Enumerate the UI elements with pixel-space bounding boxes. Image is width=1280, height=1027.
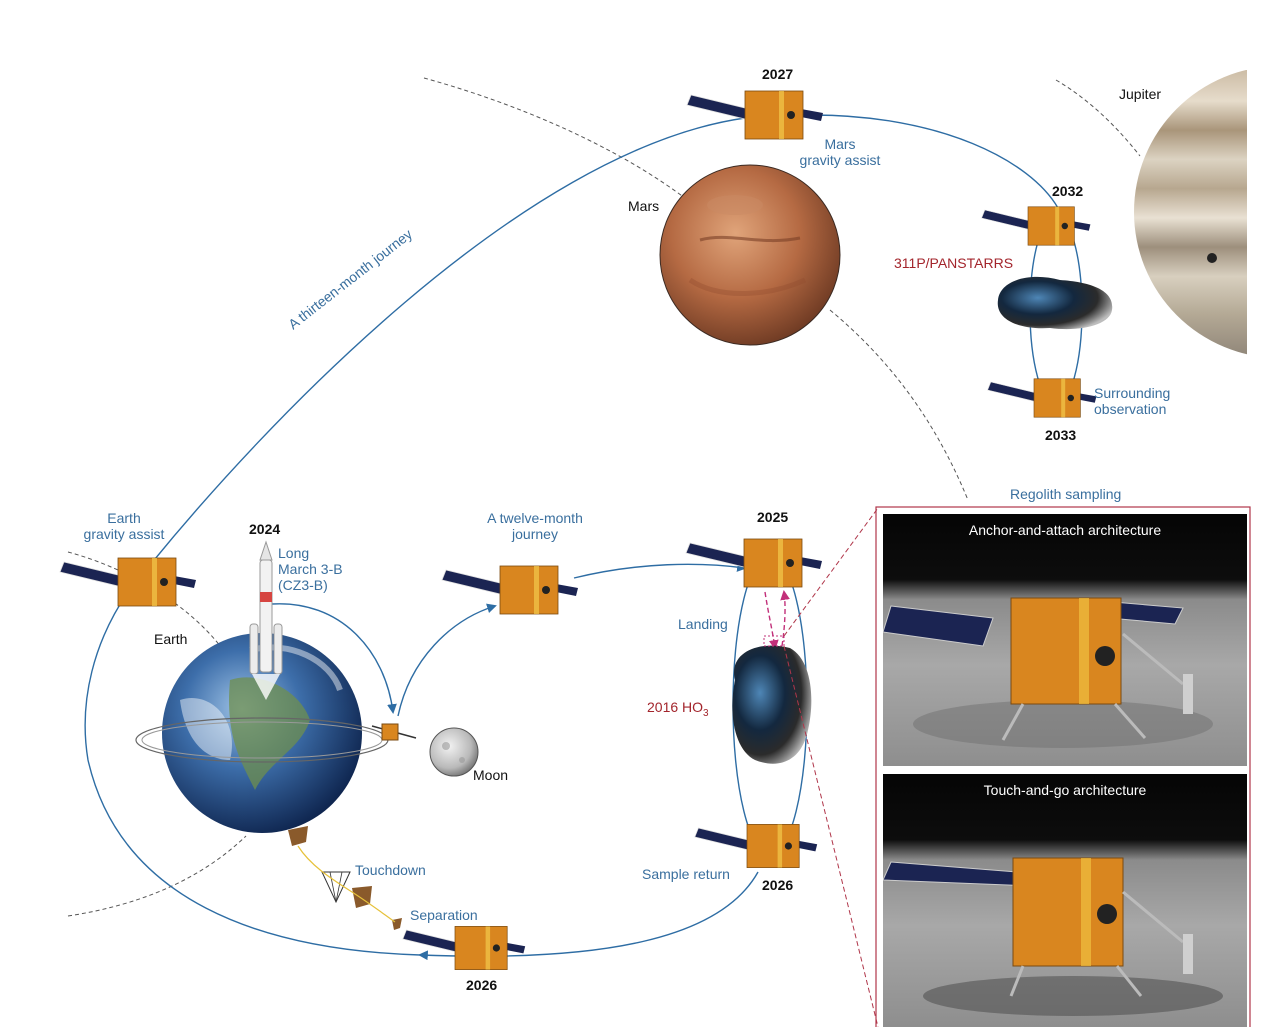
spacecraft-icon	[981, 206, 1091, 246]
label-touchdown: Touchdown	[355, 862, 426, 878]
trajectory-earth-to-mars	[149, 117, 746, 566]
label-surround-l2: observation	[1094, 401, 1167, 417]
panel-touch-and-go: Touch-and-go architecture	[883, 774, 1247, 1027]
mars	[659, 164, 841, 346]
spacecraft-icon	[371, 723, 417, 741]
label-surrounding-observation: Surrounding observation	[1094, 385, 1170, 417]
mars-orbit-path	[423, 77, 701, 211]
label-rocket-l2: March 3-B	[278, 561, 343, 577]
label-rocket: Long March 3-B (CZ3-B)	[278, 545, 343, 593]
label-sample-return: Sample return	[642, 866, 730, 882]
lander-illustration	[883, 857, 1223, 1016]
label-mars-ga-l1: Mars	[824, 136, 856, 152]
label-comet-311p: 311P/PANSTARRS	[894, 255, 1014, 271]
spacecraft-icon	[685, 538, 822, 588]
year-asteroid-depart: 2026	[762, 877, 794, 893]
spacecraft-icon	[59, 557, 196, 607]
trajectory-earth-loop	[84, 591, 421, 956]
comet-311p	[997, 276, 1113, 330]
landing-descent-arrow	[764, 591, 779, 650]
label-asteroid-2016-ho3: 2016 HO3	[647, 699, 709, 722]
label-twelve-month-journey: A twelve-month journey	[480, 510, 590, 542]
label-regolith-sampling: Regolith sampling	[1010, 486, 1122, 502]
label-landing: Landing	[678, 616, 728, 632]
label-earth-ga-l1: Earth	[107, 510, 141, 526]
year-launch: 2024	[249, 521, 281, 537]
label-twelve-month-l2: journey	[512, 526, 558, 542]
landing-ascent-arrow	[780, 590, 790, 647]
spacecraft-icon	[987, 378, 1097, 418]
spacecraft-icon	[694, 824, 818, 868]
label-twelve-month-l1: A twelve-month	[487, 510, 583, 526]
spacecraft-icon	[402, 926, 526, 970]
label-moon: Moon	[473, 767, 509, 783]
moon	[429, 727, 479, 777]
label-surround-l1: Surrounding	[1094, 385, 1171, 401]
label-earth-gravity-assist: Earth gravity assist	[72, 510, 176, 542]
zoom-line	[783, 507, 879, 637]
return-capsule	[288, 826, 402, 930]
label-asteroid-subscript: 3	[703, 707, 709, 719]
earth	[135, 633, 389, 833]
label-jupiter: Jupiter	[1119, 86, 1162, 102]
lander-illustration	[883, 597, 1213, 748]
year-comet-orbit: 2033	[1045, 427, 1077, 443]
label-asteroid-name: 2016 HO	[647, 699, 704, 715]
mars-orbit-path	[829, 309, 969, 501]
rocket-long-march-3b	[249, 540, 283, 700]
label-rocket-l1: Long	[278, 545, 310, 561]
trajectory-launch	[271, 603, 397, 714]
label-mars: Mars	[628, 198, 660, 214]
earth-orbit-path	[67, 835, 247, 917]
asteroid-2016-ho3	[732, 635, 812, 764]
jupiter-orbit-path	[1055, 79, 1141, 157]
spacecraft-icon	[686, 90, 823, 140]
label-rocket-l3: (CZ3-B)	[278, 577, 328, 593]
label-mars-ga-l2: gravity assist	[799, 152, 881, 168]
regolith-sampling-frame	[875, 506, 1251, 1027]
panel-title-touch: Touch-and-go architecture	[983, 782, 1147, 798]
label-earth: Earth	[154, 631, 188, 647]
spacecraft-layer	[59, 90, 1097, 970]
trajectory-to-asteroid	[573, 562, 747, 579]
label-separation: Separation	[410, 907, 478, 923]
zoom-line	[783, 645, 879, 1027]
year-mars-flyby: 2027	[762, 66, 794, 82]
trajectory-to-cruise	[397, 603, 497, 717]
label-earth-ga-l2: gravity assist	[83, 526, 165, 542]
year-asteroid-arrival: 2025	[757, 509, 789, 525]
panel-title-anchor: Anchor-and-attach architecture	[968, 522, 1162, 538]
jupiter	[1134, 70, 1247, 355]
panel-anchor-and-attach: Anchor-and-attach architecture	[883, 514, 1247, 766]
year-earth-return: 2026	[466, 977, 498, 993]
earth-orbit-path	[67, 551, 231, 661]
trajectory-mars-to-comet	[811, 114, 1059, 209]
spacecraft-icon	[441, 565, 578, 615]
label-mars-gravity-assist: Mars gravity assist	[792, 136, 888, 168]
year-comet-arrival: 2032	[1052, 183, 1084, 199]
